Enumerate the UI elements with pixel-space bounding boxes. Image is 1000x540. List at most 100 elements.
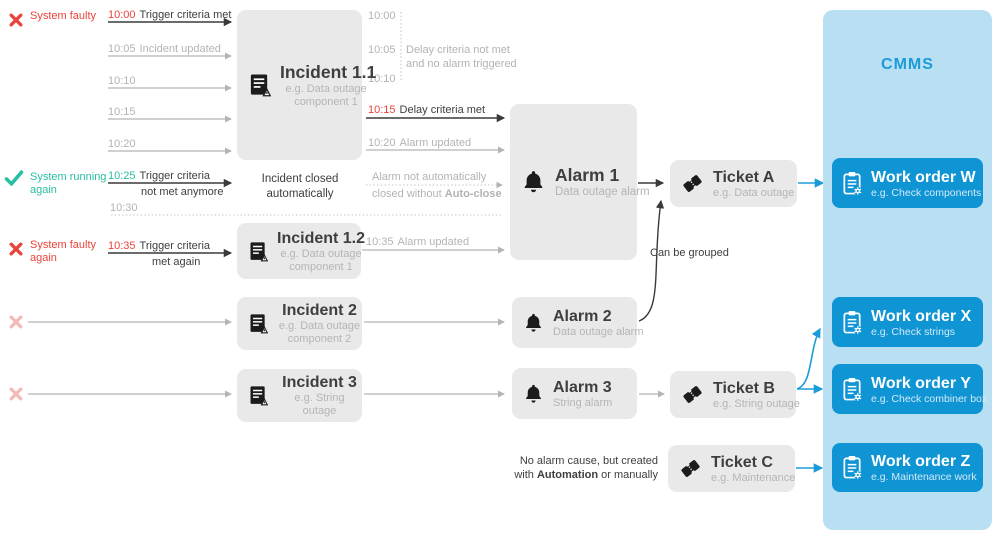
incident-closed-caption: Incident closed automatically [261,173,339,200]
x-icon-faded [9,387,23,406]
timeline-label: Alarm updated [397,236,470,248]
node-subtitle: e.g. String outage [294,392,345,417]
timeline-time: 10:20 [368,137,396,149]
ticket-a-node: Ticket A e.g. Data outage [670,160,797,207]
node-title: Work order Y [871,374,971,392]
ticket-icon [681,383,704,406]
timeline-time: 10:00 [368,10,396,22]
timeline-row: 10:30 [110,202,142,215]
ticket-icon [679,457,702,480]
cmms-title: CMMS [881,56,934,73]
node-title: Incident 1.1 [280,61,377,82]
node-subtitle: String alarm [553,396,613,409]
caption-line: or manually [598,469,658,481]
node-title: Ticket C [711,453,773,471]
node-subtitle: Data outage alarm [553,325,644,338]
timeline-time: 10:25 [108,170,136,182]
caption-line: No alarm cause, but created [519,455,658,467]
incident-report-icon [248,384,268,407]
node-subtitle: e.g. Data outage component 1 [285,82,367,108]
timeline-row: 10:15 [108,106,140,119]
work-order-w-node: Work order W e.g. Check components [832,158,983,208]
timeline-label-line2: not met anymore [141,186,224,198]
timeline-row: 10:20 [108,138,140,151]
bell-icon [523,383,544,405]
node-title: Incident 2 [282,302,357,319]
caption-line: with [514,469,537,481]
note-bold: Auto-close [444,188,502,200]
node-title: Ticket A [713,168,775,186]
alarm-2-node: Alarm 2 Data outage alarm [512,297,644,348]
timeline-time: 10:15 [368,104,396,116]
ticket-icon [681,172,704,195]
incident-report-icon [248,72,271,98]
note-text: closed without [372,188,445,200]
node-title: Work order X [871,307,972,325]
node-title: Work order Z [871,453,971,470]
timeline-time: 10:35 [366,236,394,248]
node-subtitle: e.g. String outage [713,397,800,410]
node-title: Alarm 1 [555,165,620,185]
timeline-time: 10:30 [110,202,138,214]
timeline-time: 10:35 [108,240,136,252]
node-subtitle: e.g. Check combiner box [871,392,988,405]
ticket-b-node: Ticket B e.g. String outage [670,371,800,418]
incident-2-node: Incident 2 e.g. Data outage component 2 [237,297,362,350]
node-subtitle: e.g. Data outage [713,186,795,199]
node-title: Incident 1.2 [277,229,366,247]
node-subtitle: e.g. Data outage component 2 [278,320,361,345]
node-subtitle: e.g. Data outage component 1 [280,247,362,273]
node-title: Incident 3 [282,374,357,391]
timeline-time: 10:15 [108,106,136,118]
timeline-time: 10:10 [108,75,136,87]
incident-3-node: Incident 3 e.g. String outage [237,369,362,422]
timeline-label: Alarm updated [399,137,472,149]
timeline-label: Incident updated [139,43,221,55]
node-subtitle: e.g. Check strings [871,325,956,338]
clipboard-gear-icon [841,171,864,196]
can-be-grouped-caption: Can be grouped [650,247,729,259]
x-icon [9,242,23,261]
timeline-row: 10:10 [108,75,140,88]
timeline-label: Delay criteria met [399,104,486,116]
timeline-label: Trigger criteria [139,170,211,182]
no-alarm-caption: No alarm cause, but created with Automat… [478,454,658,482]
timeline-time: 10:00 [108,9,136,21]
timeline-note: and no alarm triggered [406,58,517,70]
clipboard-gear-icon [841,377,864,402]
alarm-1-node: Alarm 1 Data outage alarm [510,104,650,260]
status-label: System faulty [30,10,97,22]
clipboard-gear-icon [841,455,864,480]
node-title: Alarm 2 [553,307,612,325]
status-label: System running again [30,171,107,196]
timeline-label: Trigger criteria met [139,9,232,21]
work-order-x-node: Work order X e.g. Check strings [832,297,983,347]
node-subtitle: e.g. Maintenance work [871,471,977,483]
timeline-time: 10:05 [108,43,136,55]
incident-1-2-node: Incident 1.2 e.g. Data outage component … [237,223,365,279]
check-icon [4,170,24,191]
caption-bold: Automation [536,469,599,481]
timeline-time: 10:05 [368,44,396,56]
incident-report-icon [248,312,268,335]
work-order-z-node: Work order Z e.g. Maintenance work [832,443,983,492]
timeline-note: closed without Auto-close [372,188,502,201]
timeline-label: Trigger criteria [139,240,211,252]
x-icon-faded [9,315,23,334]
timeline-time: 10:20 [108,138,136,150]
bell-icon [523,312,544,334]
node-subtitle: Data outage alarm [555,186,650,198]
timeline-note: Alarm not automatically [372,171,487,183]
incident-1-1-node: Incident 1.1 e.g. Data outage component … [237,10,376,160]
node-title: Alarm 3 [553,378,612,396]
work-order-y-node: Work order Y e.g. Check combiner box [832,364,987,414]
node-subtitle: e.g. Check components [871,186,982,199]
